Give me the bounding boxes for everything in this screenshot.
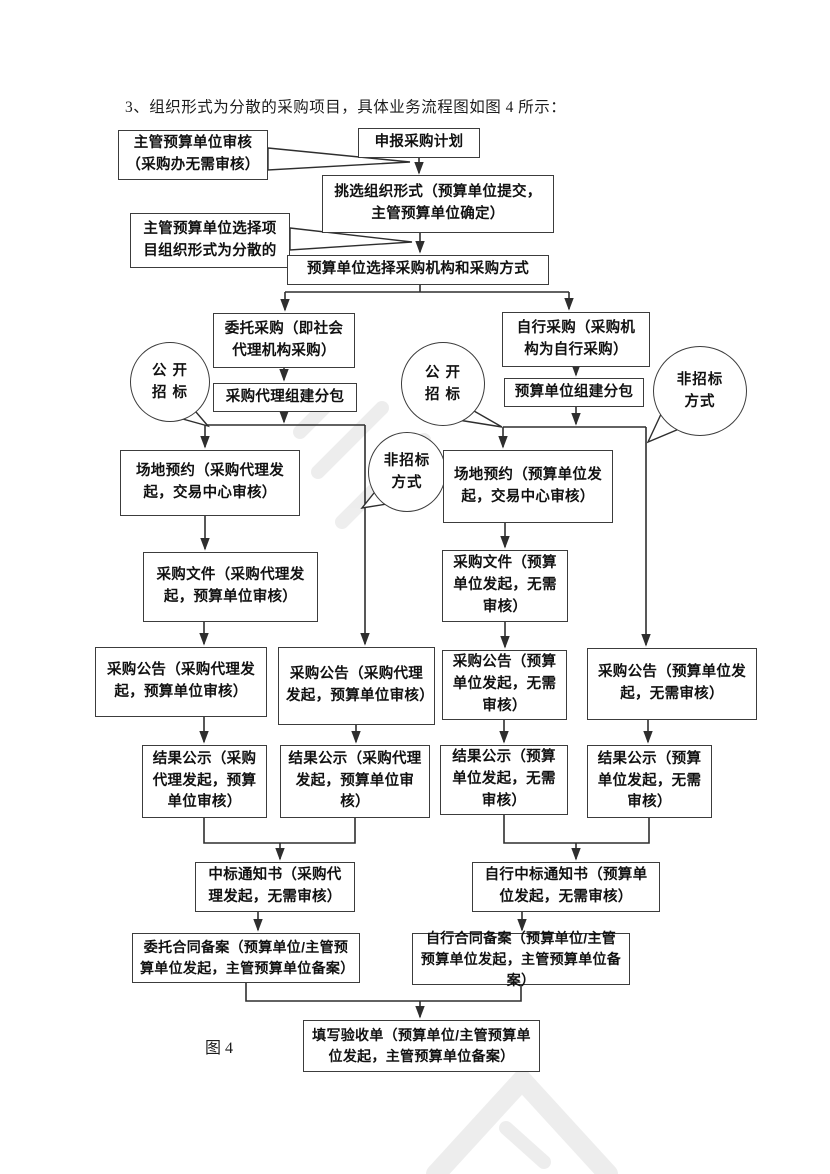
callout-org-form-suffix: 的 — [261, 242, 277, 259]
node-notice-budget-tender: 采购公告（预算单位发起，无需审核） — [442, 650, 567, 720]
node-venue-booking-agency: 场地预约（采购代理发起，交易中心审核） — [120, 450, 300, 516]
node-procurement-docs-budget-unit: 采购文件（预算单位发起，无需审核） — [442, 550, 568, 622]
flow-lines — [199, 158, 653, 1019]
node-select-agency-and-method: 预算单位选择采购机构和采购方式 — [287, 255, 549, 285]
bubble-line: 方式 — [391, 475, 423, 491]
node-declare-procurement-plan: 申报采购计划 — [358, 128, 480, 158]
node-venue-booking-budget-unit: 场地预约（预算单位发起，交易中心审核） — [443, 450, 613, 523]
node-procurement-docs-agency: 采购文件（采购代理发起，预算单位审核） — [143, 552, 318, 622]
bubble-line: 招 标 — [424, 387, 462, 403]
bubble-non-tender-middle: 非招标 方式 — [368, 432, 446, 512]
bubble-open-tender-left: 公 开 招 标 — [130, 342, 210, 422]
callout-org-form-text: 主管预算单位选择项目组织形式为分散的 — [138, 219, 282, 263]
bubble-line: 方式 — [684, 394, 716, 410]
page-title: 3、组织形式为分散的采购项目，具体业务流程图如图 4 所示： — [125, 99, 567, 116]
node-result-budget-nontender: 结果公示（预算单位发起，无需审核） — [587, 745, 712, 818]
figure-caption: 图 4 — [205, 1040, 234, 1057]
node-choose-organization-form: 挑选组织形式（预算单位提交，主管预算单位确定） — [322, 175, 554, 233]
bubble-line: 公 开 — [151, 362, 189, 379]
callout-supervisor-review: 主管预算单位审核（采购办无需审核） — [118, 130, 268, 180]
node-result-agency-nontender: 结果公示（采购代理发起，预算单位审核） — [280, 745, 430, 818]
node-self-procurement: 自行采购（采购机构为自行采购） — [502, 312, 650, 367]
node-result-agency-tender: 结果公示（采购代理发起，预算单位审核） — [142, 745, 267, 818]
node-result-budget-tender: 结果公示（预算单位发起，无需审核） — [440, 745, 568, 815]
node-agency-create-package: 采购代理组建分包 — [213, 383, 357, 412]
node-budget-unit-create-package: 预算单位组建分包 — [504, 378, 644, 407]
bubble-non-tender-right: 非招标 方式 — [653, 346, 747, 436]
node-contract-filing-self: 自行合同备案（预算单位/主管预算单位发起，主管预算单位备案） — [412, 930, 630, 988]
bubble-line: 非招标 — [383, 452, 431, 469]
callout-org-form-decentralized: 主管预算单位选择项目组织形式为分散的 — [130, 213, 290, 268]
bubble-line: 公 开 — [424, 364, 462, 381]
node-award-notice-agency: 中标通知书（采购代理发起，无需审核） — [195, 862, 355, 912]
node-entrusted-procurement: 委托采购（即社会代理机构采购） — [213, 313, 355, 368]
node-acceptance-form: 填写验收单（预算单位/主管预算单位发起，主管预算单位备案） — [303, 1020, 540, 1072]
node-award-notice-self: 自行中标通知书（预算单位发起，无需审核） — [472, 862, 660, 912]
bubble-open-tender-right: 公 开 招 标 — [401, 342, 485, 426]
callout-org-form-prefix: 主管预算单位选择项目组织形式为 — [143, 220, 277, 259]
node-notice-agency-nontender: 采购公告（采购代理发起，预算单位审核） — [278, 647, 435, 725]
bubble-line: 招 标 — [151, 385, 189, 401]
bubble-line: 非招标 — [676, 371, 724, 388]
node-contract-filing-entrust: 委托合同备案（预算单位/主管预算单位发起，主管预算单位备案） — [132, 933, 360, 983]
callout-org-form-bold: 分散 — [232, 242, 262, 259]
node-notice-budget-nontender: 采购公告（预算单位发起，无需审核） — [587, 648, 757, 720]
node-notice-agency-tender: 采购公告（采购代理发起，预算单位审核） — [95, 647, 267, 717]
